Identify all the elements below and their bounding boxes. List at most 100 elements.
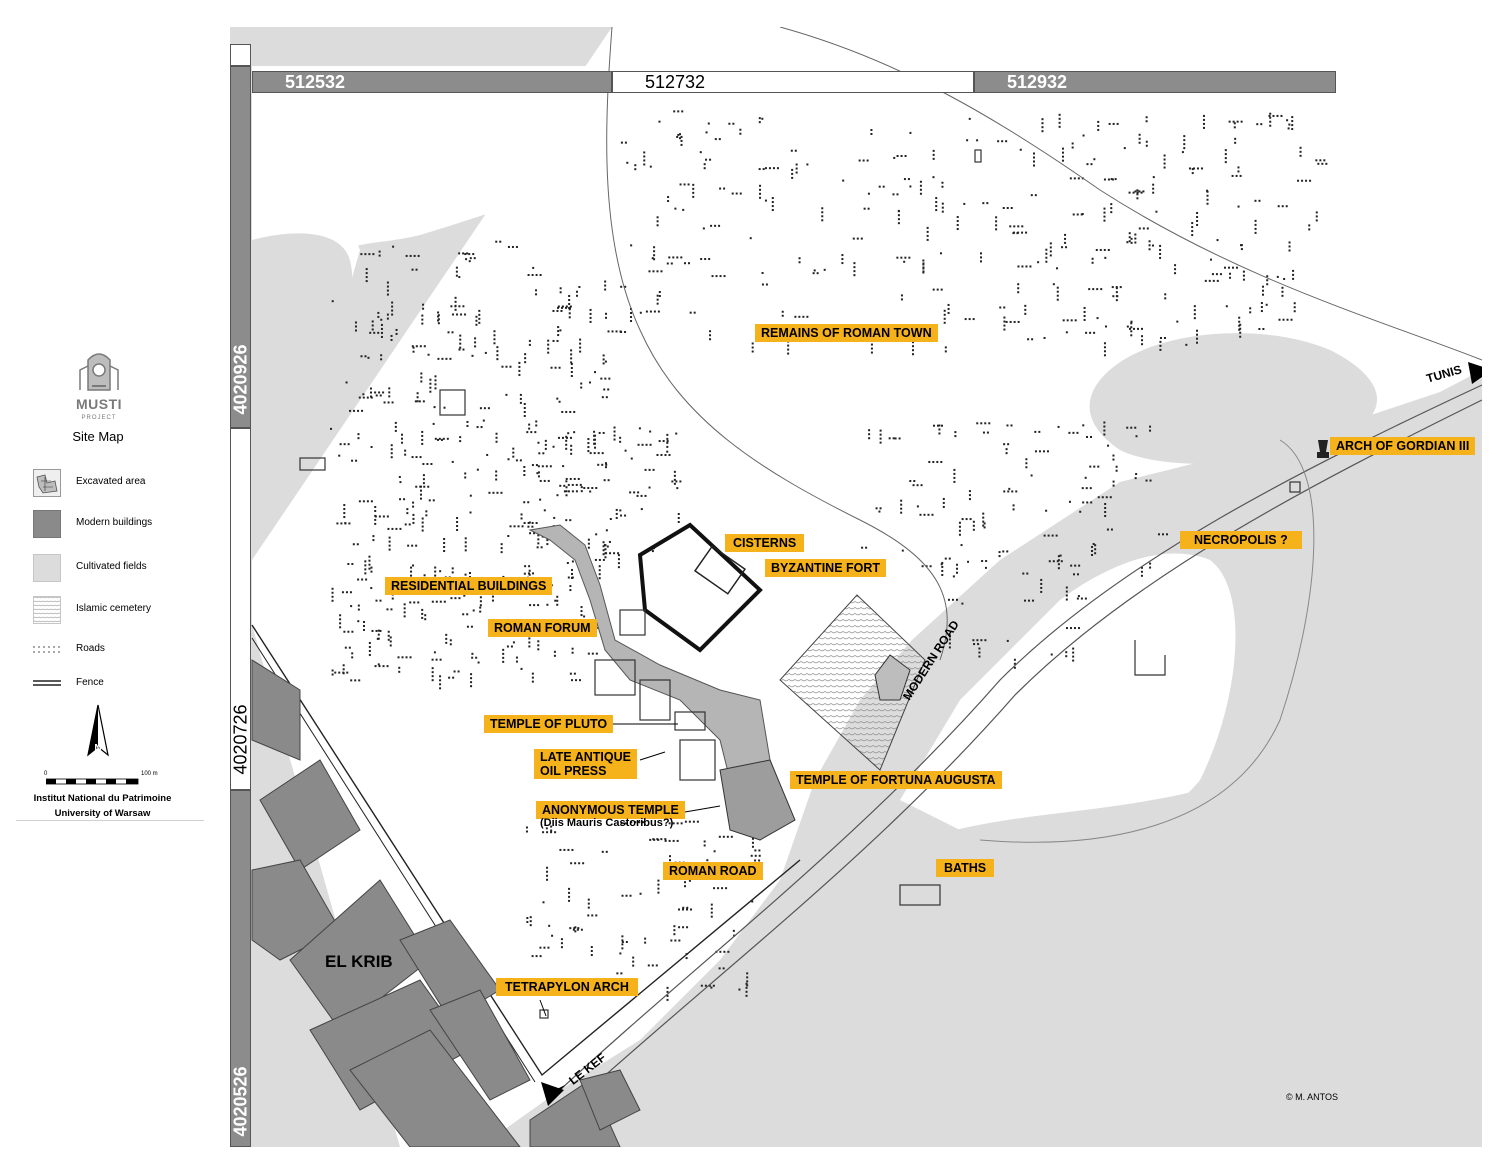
ruin-fragment bbox=[493, 342, 496, 345]
ruin-fragment bbox=[533, 604, 536, 607]
ruin-fragment bbox=[1030, 474, 1033, 477]
ruin-fragment bbox=[666, 986, 669, 989]
ruin-fragment bbox=[1229, 272, 1232, 275]
ruin-fragment bbox=[1041, 118, 1044, 121]
ruin-fragment bbox=[1017, 320, 1020, 323]
ruin-fragment bbox=[1136, 189, 1139, 192]
ruin-fragment bbox=[977, 643, 980, 646]
ruin-fragment bbox=[374, 391, 377, 394]
ruin-fragment bbox=[709, 158, 712, 161]
ruin-fragment bbox=[656, 302, 659, 305]
cultivated-fields-swatch-icon bbox=[33, 554, 61, 582]
cultivated-field-southeast bbox=[620, 690, 1482, 1147]
ruin-fragment bbox=[1325, 162, 1328, 165]
ruin-fragment bbox=[479, 610, 482, 613]
ruin-fragment bbox=[1065, 331, 1068, 334]
ruin-fragment bbox=[862, 159, 865, 162]
ruin-fragment bbox=[457, 670, 460, 673]
ruin-fragment bbox=[496, 354, 499, 357]
ruin-fragment bbox=[587, 906, 590, 909]
ruin-fragment bbox=[1174, 272, 1177, 275]
ruin-fragment bbox=[598, 577, 601, 580]
ruin-fragment bbox=[535, 424, 538, 427]
ruin-fragment bbox=[344, 646, 347, 649]
ruin-fragment bbox=[919, 192, 922, 195]
ruin-fragment bbox=[374, 515, 377, 518]
ruin-fragment bbox=[1239, 331, 1242, 334]
ruin-fragment bbox=[574, 930, 577, 933]
ruin-fragment bbox=[1057, 555, 1060, 558]
ruin-fragment bbox=[1058, 125, 1061, 128]
ruin-fragment bbox=[677, 110, 680, 113]
ruin-fragment bbox=[1091, 545, 1094, 548]
ruin-fragment bbox=[868, 433, 871, 436]
ruin-fragment bbox=[1103, 425, 1106, 428]
ruin-fragment bbox=[759, 192, 762, 195]
ruin-fragment bbox=[362, 396, 365, 399]
ruin-fragment bbox=[510, 645, 513, 648]
ruin-fragment bbox=[529, 924, 532, 927]
ruin-fragment bbox=[674, 939, 677, 942]
ruin-fragment bbox=[944, 346, 947, 349]
ruin-fragment bbox=[955, 598, 958, 601]
ruin-fragment bbox=[500, 491, 503, 494]
ruin-fragment bbox=[1288, 241, 1291, 244]
ruin-fragment bbox=[700, 984, 703, 987]
ruin-fragment bbox=[956, 216, 959, 219]
ruin-fragment bbox=[613, 438, 616, 441]
ruin-fragment bbox=[1130, 330, 1133, 333]
ruin-fragment bbox=[565, 305, 568, 308]
ruin-fragment bbox=[1061, 155, 1064, 158]
ruin-fragment bbox=[692, 183, 695, 186]
ruin-fragment bbox=[375, 394, 378, 397]
ruin-fragment bbox=[1024, 308, 1027, 311]
ruin-fragment bbox=[531, 680, 534, 683]
ruin-fragment bbox=[1065, 590, 1068, 593]
ruin-fragment bbox=[761, 271, 764, 274]
ruin-fragment bbox=[1128, 240, 1131, 243]
ruin-fragment bbox=[1128, 327, 1131, 330]
ruin-fragment bbox=[523, 469, 526, 472]
ruin-fragment bbox=[524, 353, 527, 356]
ruin-fragment bbox=[1072, 651, 1075, 654]
ruin-fragment bbox=[912, 345, 915, 348]
ruin-fragment bbox=[570, 361, 573, 364]
ruin-fragment bbox=[441, 357, 444, 360]
ruin-fragment bbox=[821, 211, 824, 214]
ruin-fragment bbox=[439, 675, 442, 678]
ruin-fragment bbox=[531, 955, 534, 958]
ruin-fragment bbox=[1061, 151, 1064, 154]
ruin-fragment bbox=[932, 153, 935, 156]
label-roman-road: ROMAN ROAD bbox=[663, 862, 763, 880]
ruin-fragment bbox=[465, 258, 468, 261]
ruin-fragment bbox=[866, 159, 869, 162]
ruin-fragment bbox=[374, 665, 377, 668]
ruin-fragment bbox=[501, 365, 504, 368]
ruin-fragment bbox=[1097, 120, 1100, 123]
ruin-fragment bbox=[919, 184, 922, 187]
ruin-fragment bbox=[1237, 166, 1240, 169]
ruin-fragment bbox=[643, 159, 646, 162]
ruin-fragment bbox=[660, 838, 663, 841]
ruin-fragment bbox=[421, 521, 424, 524]
ruin-fragment bbox=[368, 645, 371, 648]
ruin-fragment bbox=[537, 471, 540, 474]
islamic-cemetery bbox=[779, 594, 926, 771]
ruin-fragment bbox=[1082, 424, 1085, 427]
ruin-fragment bbox=[1123, 147, 1126, 150]
ruin-fragment bbox=[865, 546, 868, 549]
ruin-fragment bbox=[1106, 528, 1109, 531]
label-oil-press-line-1: LATE ANTIQUE bbox=[540, 750, 631, 764]
ruin-fragment bbox=[1232, 120, 1235, 123]
ruin-fragment bbox=[349, 591, 352, 594]
ruin-fragment bbox=[664, 453, 667, 456]
ruin-fragment bbox=[603, 479, 606, 482]
ruin-fragment bbox=[644, 937, 647, 940]
ruin-fragment bbox=[556, 339, 559, 342]
ruin-fragment bbox=[1082, 501, 1085, 504]
ruin-fragment bbox=[552, 445, 555, 448]
ruin-fragment bbox=[676, 487, 679, 490]
ruin-fragment bbox=[900, 507, 903, 510]
ruin-fragment bbox=[926, 238, 929, 241]
ruin-fragment bbox=[1115, 291, 1118, 294]
